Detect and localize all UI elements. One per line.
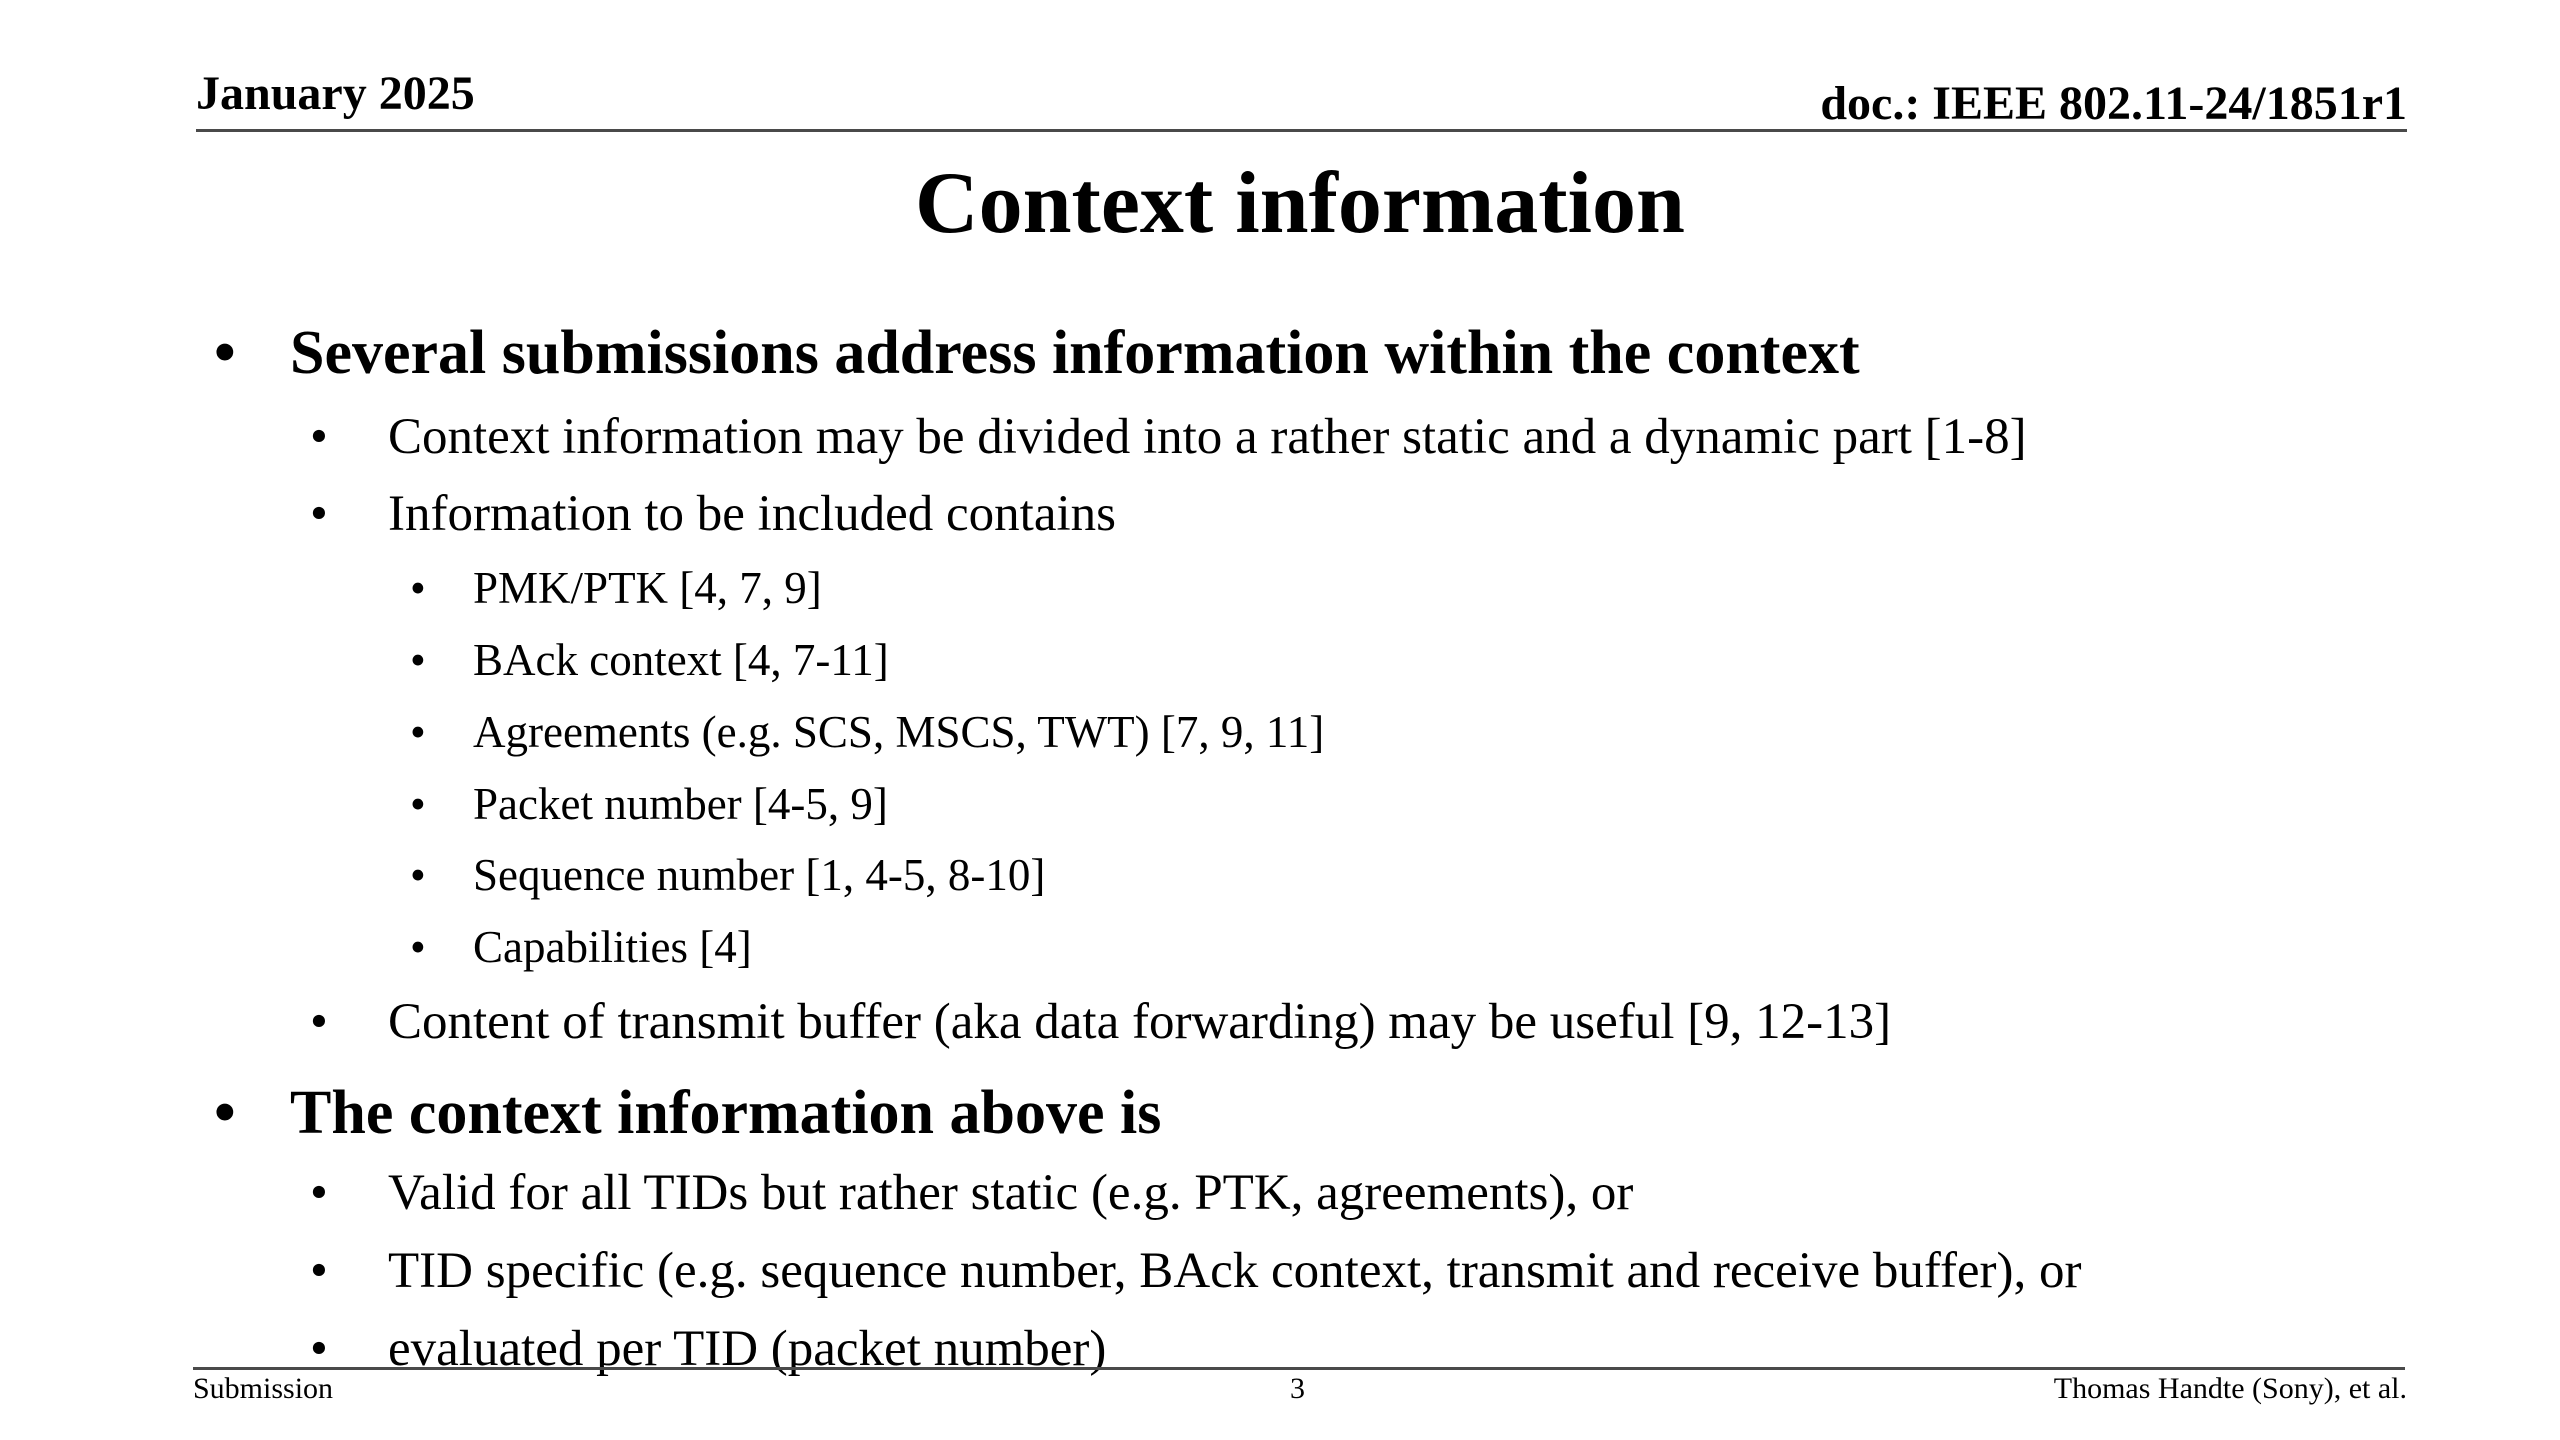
footer-rule <box>193 1367 2405 1370</box>
bullet-text: TID specific (e.g. sequence number, BAck… <box>388 1243 2082 1299</box>
bullet-text: Several submissions address information … <box>290 319 1860 387</box>
footer-submission: Submission <box>193 1372 334 1405</box>
bullet-text: Capabilities [4] <box>473 922 752 972</box>
bullet-dot: • <box>410 707 426 757</box>
bullet-dot: • <box>310 486 328 542</box>
bullet-dot: • <box>310 1243 328 1299</box>
bullet-dot: • <box>310 1165 328 1221</box>
header-rule <box>196 129 2407 132</box>
bullet-text: Content of transmit buffer (aka data for… <box>388 994 1892 1050</box>
bullet-dot: • <box>410 850 426 900</box>
bullet-text: evaluated per TID (packet number) <box>388 1321 1107 1377</box>
bullet-text: Context information may be divided into … <box>388 409 2027 465</box>
bullet-text: PMK/PTK [4, 7, 9] <box>473 563 822 613</box>
bullet-text: Sequence number [1, 4-5, 8-10] <box>473 850 1046 900</box>
bullet-text: Valid for all TIDs but rather static (e.… <box>388 1165 1634 1221</box>
header-doc-id: doc.: IEEE 802.11-24/1851r1 <box>1820 77 2407 130</box>
bullet-dot: • <box>410 635 426 685</box>
bullet-dot: • <box>310 409 328 465</box>
bullet-dot: • <box>214 319 236 387</box>
bullet-dot: • <box>214 1079 236 1147</box>
bullet-dot: • <box>310 1321 328 1377</box>
footer-author: Thomas Handte (Sony), et al. <box>2053 1372 2407 1405</box>
header-date: January 2025 <box>196 67 475 120</box>
bullet-text: BAck context [4, 7-11] <box>473 635 889 685</box>
bullet-text: Information to be included contains <box>388 486 1116 542</box>
bullet-dot: • <box>310 994 328 1050</box>
bullet-dot: • <box>410 922 426 972</box>
bullet-text: Packet number [4-5, 9] <box>473 779 888 829</box>
bullet-text: The context information above is <box>290 1079 1162 1147</box>
slide-title: Context information <box>915 155 1685 252</box>
bullet-dot: • <box>410 563 426 613</box>
bullet-text: Agreements (e.g. SCS, MSCS, TWT) [7, 9, … <box>473 707 1325 757</box>
bullet-dot: • <box>410 779 426 829</box>
footer-page-number: 3 <box>1290 1372 1305 1405</box>
